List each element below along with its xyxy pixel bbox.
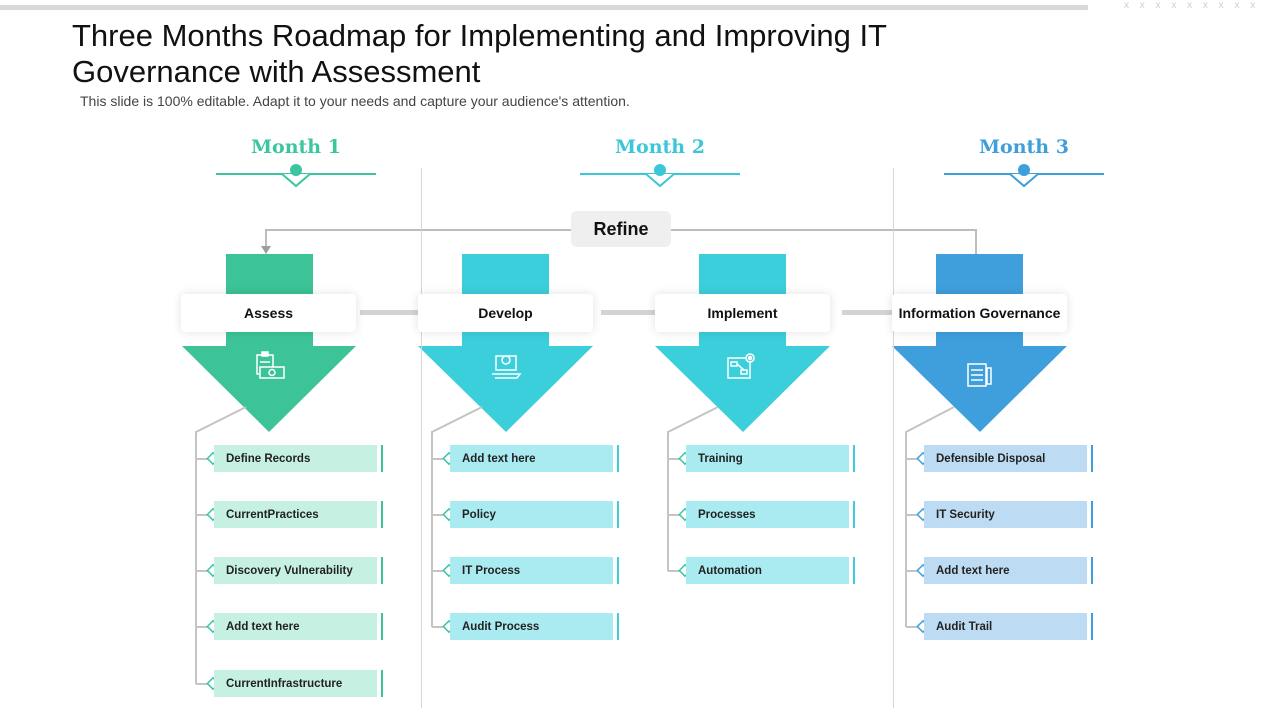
slide-title: Three Months Roadmap for Implementing an… (72, 18, 887, 89)
list-item: CurrentInfrastructure (214, 670, 383, 697)
refine-label: Refine (571, 211, 671, 247)
list-item: Add text here (214, 613, 383, 640)
stage-label-implement: Implement (655, 294, 830, 332)
clipboard-money-icon (256, 351, 285, 379)
stage-label-develop: Develop (418, 294, 593, 332)
laptop-code-icon (492, 355, 522, 379)
stage-label-assess: Assess (181, 294, 356, 332)
month-divider-2 (893, 168, 894, 708)
list-item: Policy (450, 501, 619, 528)
stage-label-info-governance: Information Governance (892, 294, 1067, 332)
top-divider-bar (0, 5, 1088, 10)
month-divider-1 (421, 168, 422, 708)
month-3-label: Month 3 (979, 136, 1069, 158)
list-item: Add text here (450, 445, 619, 472)
list-item: Define Records (214, 445, 383, 472)
stage-assess-arrow (182, 254, 356, 432)
list-item: Discovery Vulnerability (214, 557, 383, 584)
stage-info-governance-arrow (892, 254, 1067, 432)
stage-implement-arrow (655, 254, 830, 432)
list-item: Audit Process (450, 613, 619, 640)
document-policy-icon (967, 363, 992, 387)
list-item: Defensible Disposal (924, 445, 1093, 472)
list-item: Processes (686, 501, 855, 528)
corner-marks: x x x x x x x x x (1124, 0, 1260, 11)
flowchart-gear-icon (727, 353, 755, 379)
month-1-marker (216, 164, 376, 188)
list-item: IT Security (924, 501, 1093, 528)
list-item: Audit Trail (924, 613, 1093, 640)
month-2-label: Month 2 (615, 136, 705, 158)
list-item: Training (686, 445, 855, 472)
stage-develop-arrow (418, 254, 593, 432)
list-item: CurrentPractices (214, 501, 383, 528)
month-3-marker (944, 164, 1104, 188)
list-item: Add text here (924, 557, 1093, 584)
implement-tree (667, 406, 719, 572)
month-2-marker (580, 164, 740, 188)
month-1-label: Month 1 (251, 136, 341, 158)
list-item: Automation (686, 557, 855, 584)
list-item: IT Process (450, 557, 619, 584)
item-diamonds-blue (916, 451, 930, 634)
slide-subtitle: This slide is 100% editable. Adapt it to… (80, 93, 630, 109)
